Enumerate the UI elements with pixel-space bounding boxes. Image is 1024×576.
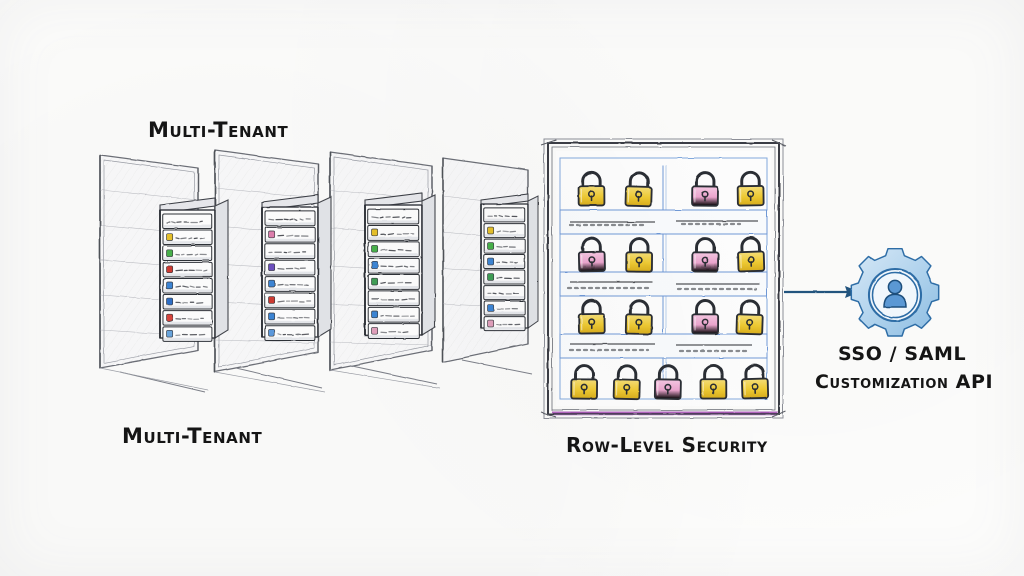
- status-led: [372, 278, 378, 285]
- status-led: [372, 229, 378, 236]
- status-led: [167, 314, 173, 321]
- row-level-security-panel[interactable]: [541, 139, 786, 418]
- status-led: [372, 245, 378, 252]
- server-unit: [368, 226, 419, 241]
- panel-text-bands: [560, 210, 767, 358]
- status-led: [269, 264, 275, 271]
- status-led: [269, 297, 275, 304]
- status-led: [167, 234, 173, 241]
- text-band-2: [560, 272, 767, 296]
- status-led: [167, 266, 173, 273]
- label-sso-saml: SSO / SAML: [838, 343, 966, 365]
- status-led: [488, 320, 494, 327]
- server-unit: [163, 262, 212, 277]
- text-band-1: [560, 210, 767, 234]
- server-unit: [265, 277, 315, 292]
- status-led: [372, 311, 378, 318]
- status-led: [488, 305, 494, 312]
- label-multi-tenant-top: Multi-Tenant: [148, 118, 288, 142]
- server-unit: [484, 239, 525, 253]
- padlock-icon: [692, 172, 718, 205]
- padlock-icon: [737, 172, 763, 205]
- server-unit: [484, 286, 525, 300]
- padlock-icon: [571, 365, 597, 398]
- padlock-icon: [578, 300, 604, 334]
- status-led: [488, 227, 494, 234]
- rack-1[interactable]: [160, 198, 228, 341]
- padlock-icon: [626, 300, 652, 334]
- server-unit: [368, 324, 419, 339]
- padlock-icon: [626, 238, 652, 271]
- server-unit: [163, 214, 212, 229]
- rack-4[interactable]: [481, 194, 538, 331]
- padlock-icon: [692, 300, 718, 333]
- server-unit: [368, 291, 419, 306]
- padlock-icon: [655, 365, 681, 399]
- padlock-icon: [578, 172, 604, 205]
- server-unit: [163, 230, 212, 245]
- server-unit: [265, 260, 315, 275]
- server-unit: [484, 317, 525, 331]
- server-unit: [163, 311, 212, 326]
- server-unit: [163, 246, 212, 261]
- server-unit: [163, 295, 212, 310]
- server-unit: [484, 255, 525, 269]
- status-led: [488, 258, 494, 265]
- gear-user-icon[interactable]: [851, 249, 938, 336]
- padlock-icon: [692, 238, 718, 271]
- status-led: [269, 280, 275, 287]
- label-multi-tenant-bottom: Multi-Tenant: [122, 424, 262, 448]
- server-unit: [368, 209, 419, 224]
- text-band-3: [560, 334, 767, 358]
- status-led: [167, 298, 173, 305]
- server-unit: [368, 307, 419, 322]
- rack-3[interactable]: [365, 193, 435, 338]
- status-led: [167, 250, 173, 257]
- server-unit: [265, 293, 315, 308]
- server-unit: [265, 309, 315, 324]
- label-customization-api: Customization API: [815, 371, 993, 393]
- status-led: [269, 313, 275, 320]
- status-led: [372, 327, 378, 334]
- rack-2[interactable]: [262, 195, 331, 340]
- status-led: [269, 231, 275, 238]
- status-led: [167, 330, 173, 337]
- status-led: [269, 329, 275, 336]
- server-unit: [368, 242, 419, 257]
- server-unit: [484, 224, 525, 238]
- status-led: [167, 282, 173, 289]
- server-unit: [163, 327, 212, 342]
- server-unit: [163, 278, 212, 293]
- floor-lines: [100, 360, 532, 392]
- server-unit: [265, 211, 315, 226]
- server-unit: [265, 326, 315, 341]
- status-led: [372, 262, 378, 269]
- server-unit: [484, 208, 525, 222]
- status-led: [488, 274, 494, 281]
- server-unit: [265, 244, 315, 259]
- server-unit: [484, 301, 525, 315]
- server-unit: [368, 275, 419, 290]
- server-unit: [368, 258, 419, 273]
- server-unit: [265, 227, 315, 242]
- label-row-level-security: Row-Level Security: [566, 433, 768, 457]
- status-led: [488, 243, 494, 250]
- server-unit: [484, 270, 525, 284]
- arrow-to-integration: [784, 286, 860, 298]
